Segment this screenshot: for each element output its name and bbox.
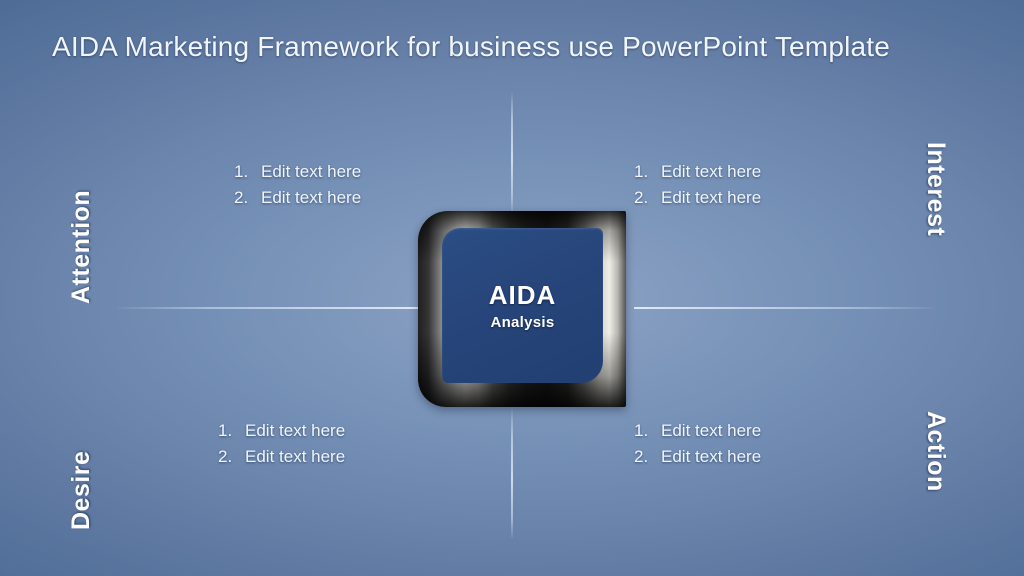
- list-item[interactable]: 1. Edit text here: [634, 418, 761, 444]
- aida-center-subtitle: Analysis: [490, 314, 555, 331]
- quadrant-list-attention: 1. Edit text here 2. Edit text here: [234, 159, 361, 211]
- list-item-label: Edit text here: [261, 188, 362, 207]
- guide-line-vertical-bottom: [511, 408, 513, 538]
- list-item-number: 1.: [634, 162, 649, 181]
- list-item[interactable]: 2. Edit text here: [218, 444, 345, 470]
- axis-label-attention: Attention: [67, 189, 95, 304]
- guide-line-horizontal-right: [634, 307, 934, 309]
- quadrant-list-desire: 1. Edit text here 2. Edit text here: [218, 418, 345, 470]
- list-item-number: 2.: [218, 447, 233, 466]
- list-item[interactable]: 2. Edit text here: [634, 185, 761, 211]
- axis-label-desire: Desire: [67, 450, 95, 530]
- aida-center-title: AIDA: [488, 280, 557, 310]
- guide-line-vertical-top: [511, 92, 513, 214]
- list-item-number: 1.: [634, 421, 649, 440]
- list-item-number: 2.: [634, 447, 649, 466]
- list-item-label: Edit text here: [261, 162, 362, 181]
- axis-label-action: Action: [922, 411, 950, 492]
- list-item[interactable]: 1. Edit text here: [234, 159, 361, 185]
- list-item[interactable]: 2. Edit text here: [634, 444, 761, 470]
- list-item-label: Edit text here: [661, 188, 762, 207]
- list-item-label: Edit text here: [661, 447, 762, 466]
- list-item-number: 2.: [234, 188, 249, 207]
- quadrant-list-action: 1. Edit text here 2. Edit text here: [634, 418, 761, 470]
- list-item[interactable]: 2. Edit text here: [234, 185, 361, 211]
- list-item-number: 1.: [234, 162, 249, 181]
- quadrant-list-interest: 1. Edit text here 2. Edit text here: [634, 159, 761, 211]
- list-item-label: Edit text here: [245, 447, 346, 466]
- aida-center-shape[interactable]: AIDA Analysis: [418, 211, 626, 407]
- list-item[interactable]: 1. Edit text here: [634, 159, 761, 185]
- slide-title: AIDA Marketing Framework for business us…: [52, 31, 891, 62]
- aida-center-panel[interactable]: AIDA Analysis: [442, 228, 603, 383]
- list-item[interactable]: 1. Edit text here: [218, 418, 345, 444]
- guide-line-horizontal-left: [118, 307, 420, 309]
- list-item-label: Edit text here: [245, 421, 346, 440]
- list-item-label: Edit text here: [661, 162, 762, 181]
- list-item-number: 2.: [634, 188, 649, 207]
- axis-label-interest: Interest: [922, 142, 950, 237]
- list-item-label: Edit text here: [661, 421, 762, 440]
- list-item-number: 1.: [218, 421, 233, 440]
